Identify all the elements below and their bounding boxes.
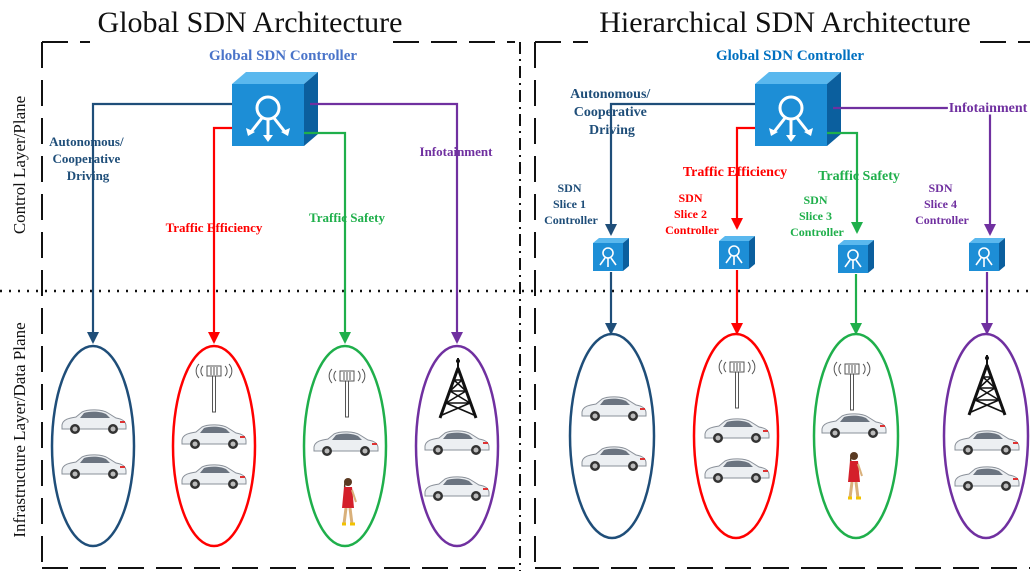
pedestrian-icon <box>340 476 358 526</box>
left-title: Global SDN Architecture <box>98 6 403 39</box>
infotainment-cluster <box>414 344 500 548</box>
car-icon <box>181 424 247 450</box>
cell-tower-icon <box>195 363 233 413</box>
pedestrian-icon <box>846 450 864 500</box>
slice2-controller-label: SDN Slice 2 Controller <box>665 191 719 237</box>
efficiency-cluster <box>692 332 780 540</box>
infotainment-cluster <box>942 332 1030 540</box>
car-icon <box>424 476 490 502</box>
car-icon <box>704 458 770 484</box>
car-icon <box>61 454 127 480</box>
panel-frames <box>41 41 1030 571</box>
sdn-controller-icon <box>753 70 843 148</box>
infotainment-flow-line <box>310 102 463 344</box>
cell-tower-icon <box>718 359 756 409</box>
car-icon <box>581 396 647 422</box>
slice1-controller-label: SDN Slice 1 Controller <box>544 181 598 227</box>
efficiency-label-right: Traffic Efficiency <box>683 165 787 180</box>
global-controller-label-right: Global SDN Controller <box>716 48 864 64</box>
car-icon <box>61 409 127 435</box>
slice-controller-icon <box>718 235 756 270</box>
autonomous-label-right: Autonomous/ Cooperative Driving <box>570 87 654 138</box>
infrastructure-layer-label: Infrastructure Layer/Data Plane <box>10 322 29 537</box>
efficiency-cluster <box>171 344 257 548</box>
safety-label-right: Traffic Safety <box>818 169 900 184</box>
infotainment-label-right: Infotainment <box>949 101 1028 116</box>
autonomous-flow-line <box>605 102 755 236</box>
infotainment-flow-line <box>833 106 996 236</box>
right-title: Hierarchical SDN Architecture <box>599 6 971 39</box>
infotainment-label-left: Infotainment <box>420 144 494 159</box>
car-icon <box>821 413 887 439</box>
efficiency-label-left: Traffic Efficiency <box>166 220 263 235</box>
sdn-controller-icon <box>230 70 320 148</box>
car-icon <box>181 464 247 490</box>
slice-controller-icon <box>968 237 1006 272</box>
global-controller-label-left: Global SDN Controller <box>209 48 357 64</box>
efficiency-flow-line <box>731 126 755 230</box>
broadcast-tower-icon <box>438 356 478 420</box>
cell-tower-icon <box>833 361 871 411</box>
slice-controller-icon <box>592 237 630 272</box>
car-icon <box>954 466 1020 492</box>
slice3-controller-label: SDN Slice 3 Controller <box>790 193 844 239</box>
safety-cluster <box>812 332 900 540</box>
safety-cluster <box>302 344 388 548</box>
car-icon <box>954 430 1020 456</box>
safety-label-left: Traffic Safety <box>309 210 385 225</box>
efficiency-flow-line <box>208 126 232 344</box>
autonomous-cluster <box>50 344 136 548</box>
car-icon <box>424 430 490 456</box>
safety-flow-line <box>827 131 863 234</box>
autonomous-label-left: Autonomous/ Cooperative Driving <box>49 134 127 183</box>
control-layer-label: Control Layer/Plane <box>10 96 29 234</box>
car-icon <box>313 431 379 457</box>
slice4-controller-label: SDN Slice 4 Controller <box>915 181 969 227</box>
car-icon <box>581 446 647 472</box>
safety-flow-line <box>304 131 351 344</box>
cell-tower-icon <box>328 368 366 418</box>
autonomous-cluster <box>568 332 656 540</box>
slice-controller-icon <box>837 239 875 274</box>
car-icon <box>704 418 770 444</box>
broadcast-tower-icon <box>967 353 1007 417</box>
autonomous-flow-line <box>87 102 232 344</box>
